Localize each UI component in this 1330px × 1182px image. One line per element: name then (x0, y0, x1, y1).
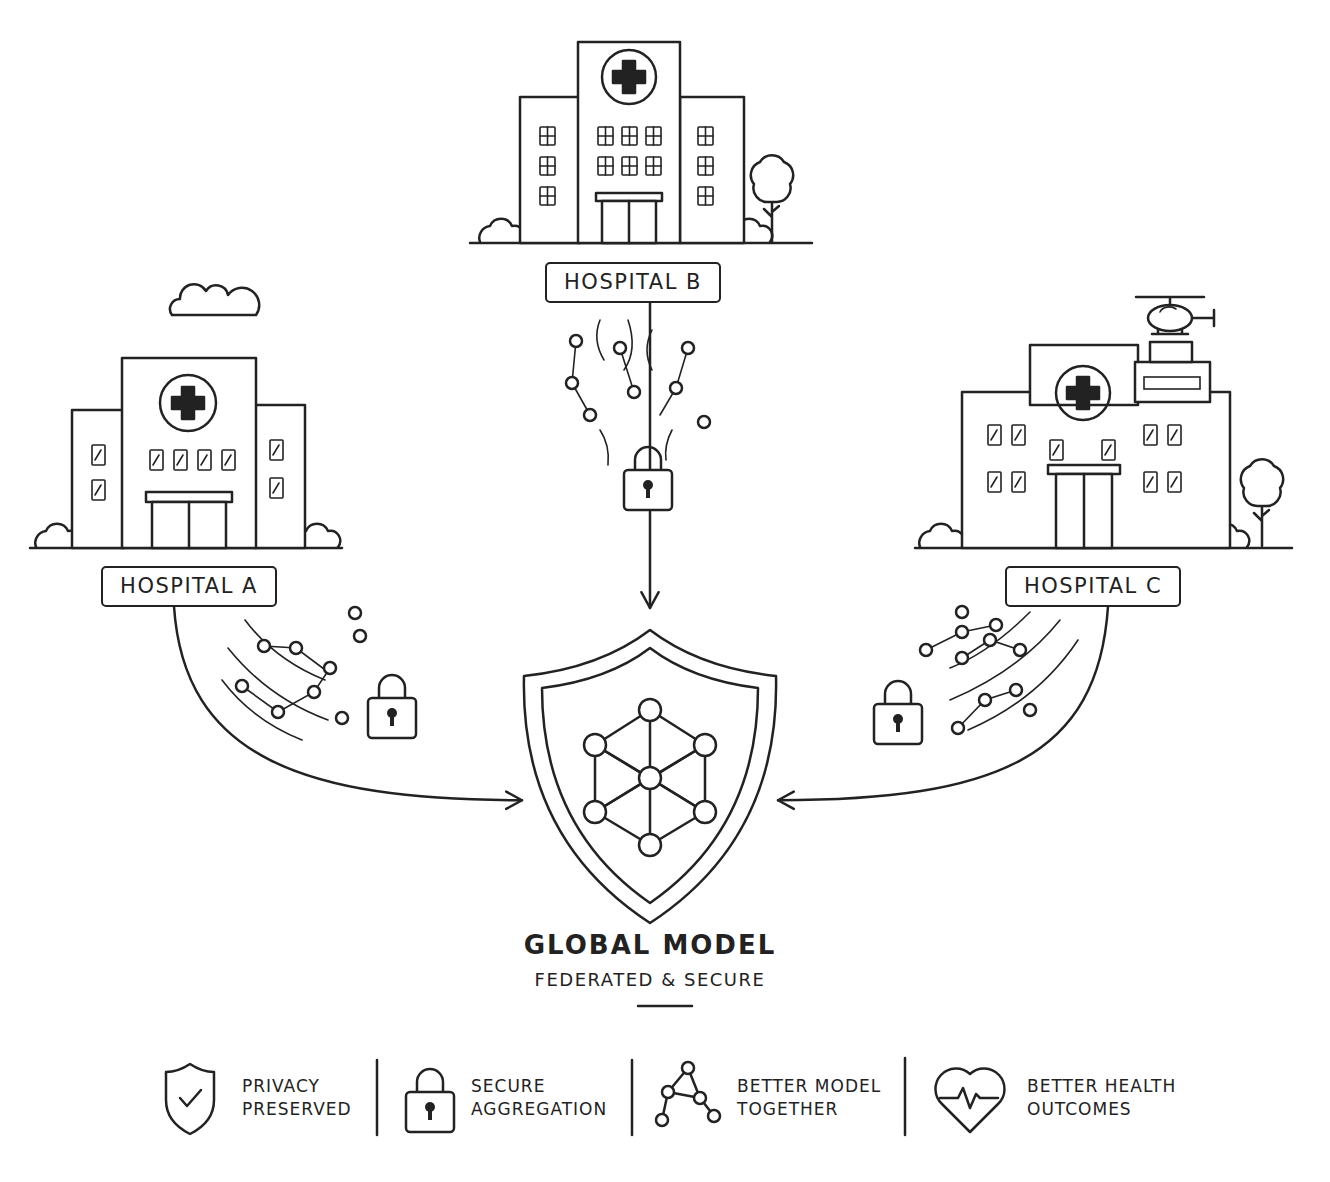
legend-text: BETTER MODEL TOGETHER (737, 1075, 897, 1121)
network-node (639, 699, 661, 721)
network-node (639, 767, 661, 789)
network-node (584, 734, 606, 756)
shield-outline (520, 628, 780, 925)
model-title: GLOBAL MODEL (400, 930, 900, 960)
shield-outer (524, 630, 776, 923)
legend-text: PRIVACY PRESERVED (242, 1075, 377, 1121)
shield-inner (542, 648, 758, 903)
label-text: HOSPITAL C (1024, 574, 1162, 598)
legend-icons (166, 1058, 1004, 1135)
label-text: HOSPITAL A (120, 574, 258, 598)
underline (638, 1005, 692, 1008)
network-node (694, 734, 716, 756)
hospital-a-building (30, 284, 342, 548)
connector (778, 607, 1108, 809)
arrowhead (641, 592, 658, 608)
hospital-label: HOSPITAL B (545, 262, 721, 303)
connector-line (778, 607, 1108, 801)
label-text: HOSPITAL B (564, 270, 702, 294)
connector (641, 303, 658, 609)
hospital-label: HOSPITAL C (1005, 566, 1181, 607)
legend-text: BETTER HEALTH OUTCOMES (1027, 1075, 1207, 1121)
legend-text: SECURE AGGREGATION (471, 1075, 621, 1121)
global-model-shield: GLOBAL MODELFEDERATED & SECURE (520, 628, 780, 925)
arrowhead (778, 792, 794, 809)
hospital-c-building (915, 297, 1292, 548)
arrowhead (506, 792, 522, 809)
hospital-label: HOSPITAL A (101, 566, 277, 607)
network-node (584, 801, 606, 823)
network-node (694, 801, 716, 823)
hospital-b-building (470, 42, 812, 243)
connector (174, 607, 522, 809)
network-node (639, 834, 661, 856)
connector-line (649, 303, 652, 609)
connector-line (174, 607, 522, 801)
model-subtitle: FEDERATED & SECURE (400, 969, 900, 990)
